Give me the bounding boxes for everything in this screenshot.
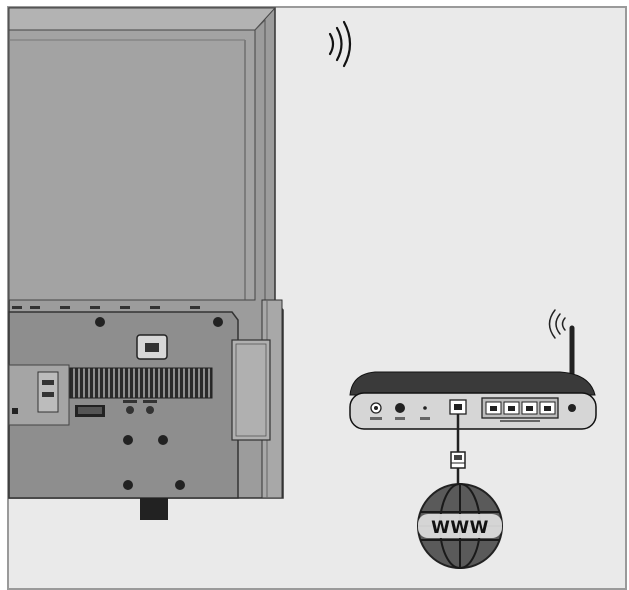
tv-stand <box>140 498 168 520</box>
screw-icon <box>213 317 223 327</box>
internet-label: WWW <box>431 518 489 538</box>
tv-back <box>8 7 284 520</box>
power-socket <box>136 334 168 360</box>
screw-icon <box>123 435 133 445</box>
globe-icon: WWW <box>417 483 503 569</box>
screw-icon <box>95 317 105 327</box>
ethernet-plug-icon <box>450 451 466 469</box>
vent-grill <box>69 367 213 399</box>
wifi-waves-icon <box>328 20 352 68</box>
audio-jack <box>146 406 154 414</box>
router-front <box>349 392 597 430</box>
router <box>349 309 597 430</box>
screw-icon <box>123 480 133 490</box>
tv-rear-panel <box>8 29 256 301</box>
wifi-waves-icon <box>548 309 566 339</box>
vent-slots <box>12 306 200 309</box>
screw-icon <box>158 435 168 445</box>
screw-icon <box>175 480 185 490</box>
router-reset <box>423 406 427 410</box>
audio-jack <box>126 406 134 414</box>
router-power-jack <box>395 403 405 413</box>
